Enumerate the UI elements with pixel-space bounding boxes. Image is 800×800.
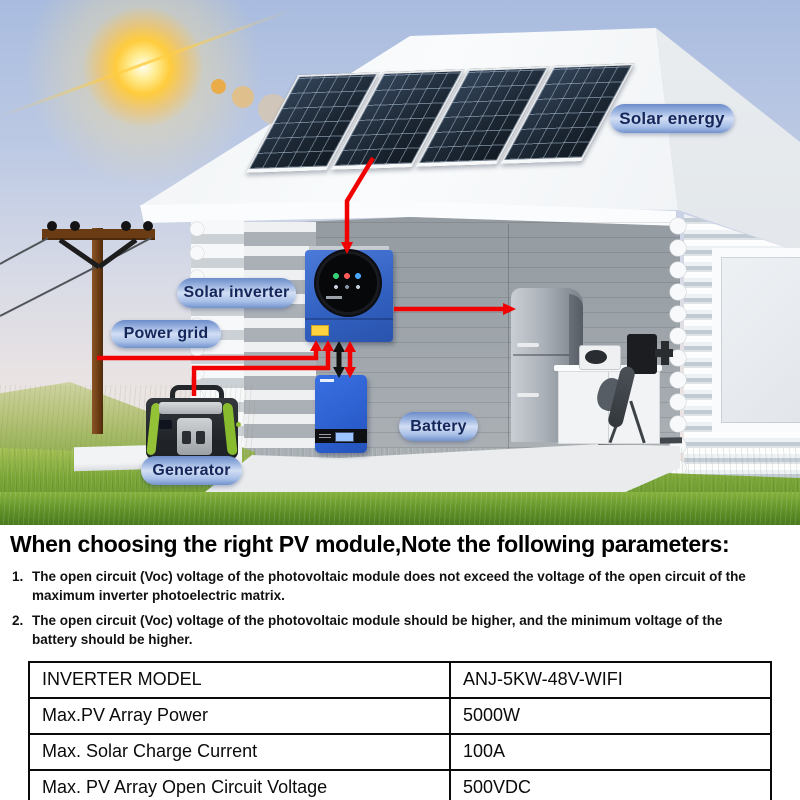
- battery-device: [315, 375, 367, 453]
- spec-label: Max.PV Array Power: [28, 696, 451, 735]
- label-battery: Battery: [399, 412, 478, 441]
- note-item: 2. The open circuit (Voc) voltage of the…: [12, 612, 790, 649]
- label-text: Generator: [152, 461, 231, 479]
- generator-button: [236, 422, 241, 427]
- lens-flare-dot: [211, 79, 226, 94]
- generator-device: [146, 385, 241, 465]
- generator-outlet: [182, 431, 191, 444]
- house-window: [712, 248, 800, 432]
- spec-value: 5000W: [449, 696, 772, 735]
- table-row: Max. PV Array Open Circuit Voltage 500VD…: [28, 768, 772, 800]
- table-row: Max. Solar Charge Current 100A: [28, 732, 772, 771]
- solar-system-illustration: Solar energy Solar inverter Power grid B…: [0, 0, 800, 525]
- table-row: INVERTER MODEL ANJ-5KW-48V-WIFI: [28, 660, 772, 699]
- spec-label: INVERTER MODEL: [28, 660, 451, 699]
- battery-panel-text: [319, 434, 331, 438]
- microwave: [579, 345, 621, 370]
- label-text: Solar energy: [619, 108, 725, 128]
- battery-lcd: [335, 432, 354, 442]
- pole-insulator: [121, 221, 131, 231]
- microwave-window: [585, 350, 607, 364]
- label-solar-energy: Solar energy: [610, 104, 734, 133]
- foreground-grass: [0, 492, 800, 525]
- power-pole-crossbar: [42, 229, 155, 240]
- power-pole: [92, 228, 103, 434]
- spec-value: ANJ-5KW-48V-WIFI: [449, 660, 772, 699]
- refrigerator-seam: [513, 354, 569, 356]
- porch-wall-seam: [508, 224, 509, 460]
- battery-logo: [320, 379, 334, 382]
- grid-cable: [0, 237, 152, 317]
- parameters-section: When choosing the right PV module,Note t…: [0, 525, 800, 800]
- generator-display: [159, 420, 172, 429]
- tv-mount: [661, 341, 669, 365]
- inverter-display: [319, 254, 377, 312]
- spec-label: Max. PV Array Open Circuit Voltage: [28, 768, 451, 800]
- generator-top-panel: [159, 402, 222, 414]
- note-item: 1. The open circuit (Voc) voltage of the…: [12, 568, 790, 605]
- generator-outlet: [196, 431, 205, 444]
- label-generator: Generator: [141, 456, 242, 485]
- note-number: 2.: [12, 613, 24, 629]
- inverter-logo: [326, 296, 342, 299]
- left-wall-perspective: [244, 222, 316, 465]
- note-text: The open circuit (Voc) voltage of the ph…: [32, 569, 746, 603]
- inverter-warning-sticker: [311, 325, 329, 336]
- spec-value: 100A: [449, 732, 772, 771]
- label-text: Solar inverter: [183, 284, 290, 301]
- note-number: 1.: [12, 569, 24, 584]
- battery-panel: [315, 429, 367, 443]
- pole-insulator: [143, 221, 153, 231]
- label-solar-inverter: Solar inverter: [177, 278, 296, 308]
- refrigerator-handle: [517, 393, 539, 397]
- generator-front-panel: [177, 418, 241, 455]
- label-text: Battery: [410, 417, 467, 435]
- spec-table: INVERTER MODEL ANJ-5KW-48V-WIFI Max.PV A…: [28, 660, 772, 800]
- spec-label: Max. Solar Charge Current: [28, 732, 451, 771]
- table-row: Max.PV Array Power 5000W: [28, 696, 772, 735]
- grid-cable: [0, 237, 49, 265]
- section-heading: When choosing the right PV module,Note t…: [10, 531, 730, 557]
- window-pane: [721, 257, 800, 423]
- pole-insulator: [47, 221, 57, 231]
- solar-inverter-device: [305, 250, 393, 342]
- label-power-grid: Power grid: [111, 320, 221, 348]
- note-text: The open circuit (Voc) voltage of the ph…: [32, 613, 723, 647]
- inverter-seam: [305, 318, 393, 320]
- sun-icon: [83, 7, 203, 127]
- refrigerator-handle: [517, 343, 539, 347]
- spec-value: 500VDC: [449, 768, 772, 800]
- label-text: Power grid: [123, 325, 209, 342]
- pole-insulator: [70, 221, 80, 231]
- lens-flare-dot: [232, 86, 254, 108]
